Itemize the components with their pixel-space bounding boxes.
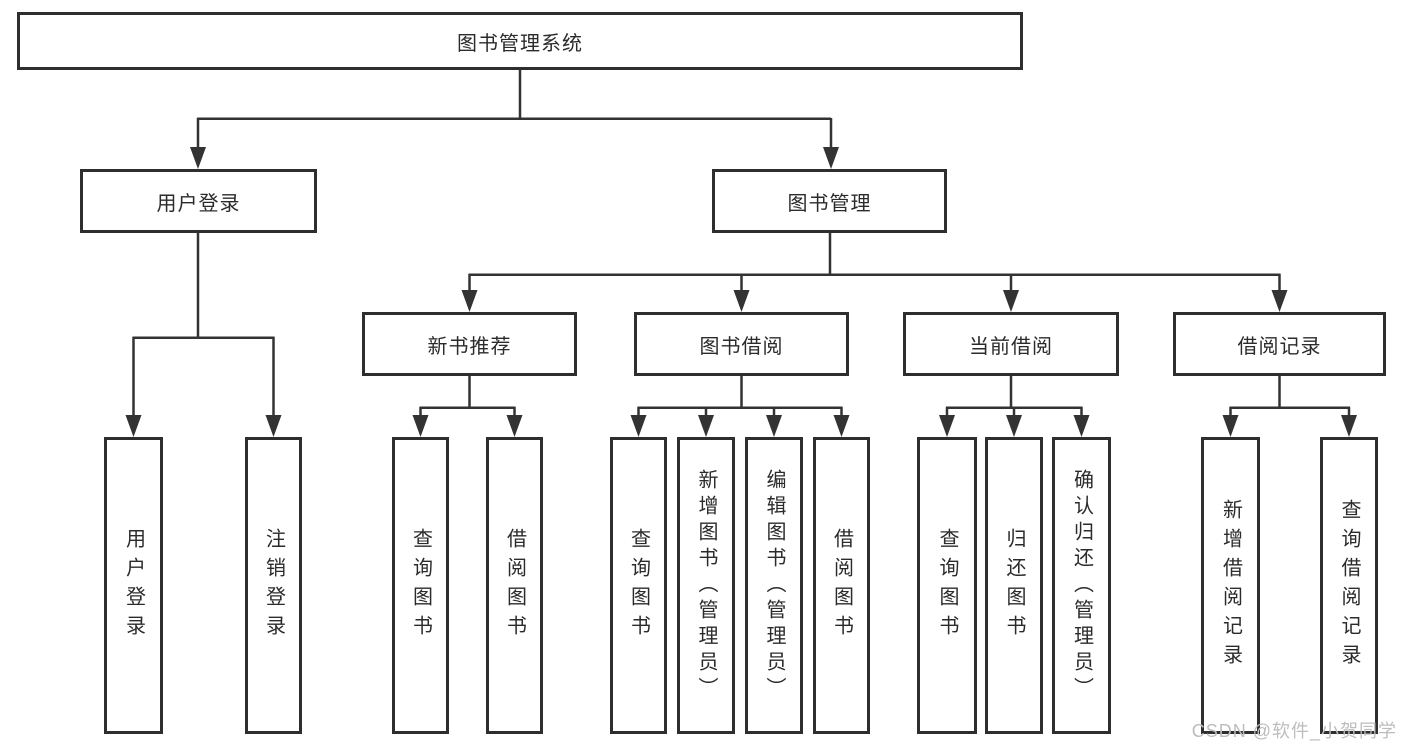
node-system-root: 图书管理系统 bbox=[17, 12, 1023, 70]
node-label: 借阅记录 bbox=[1237, 335, 1322, 358]
node-user-login-branch: 用户登录 bbox=[80, 169, 317, 233]
leaf-logout: 注销登录 bbox=[245, 437, 302, 734]
node-label: 新书推荐 bbox=[427, 335, 512, 358]
arrowheads bbox=[125, 147, 1357, 437]
node-borrowing-records: 借阅记录 bbox=[1173, 312, 1386, 376]
node-label: 图书管理 bbox=[787, 192, 872, 215]
leaf-add-borrow-record: 新增借阅记录 bbox=[1201, 437, 1260, 734]
leaf-query-books-2: 查询图书 bbox=[610, 437, 667, 734]
leaf-query-books-3: 查询图书 bbox=[917, 437, 977, 734]
leaf-query-borrow-record: 查询借阅记录 bbox=[1320, 437, 1378, 734]
node-new-book-recommendation: 新书推荐 bbox=[362, 312, 577, 376]
node-book-borrowing: 图书借阅 bbox=[634, 312, 849, 376]
leaf-return-books: 归还图书 bbox=[985, 437, 1043, 734]
leaf-borrow-books-2: 借阅图书 bbox=[813, 437, 870, 734]
node-book-management-branch: 图书管理 bbox=[712, 169, 947, 233]
node-label: 当前借阅 bbox=[969, 335, 1053, 358]
leaf-add-books-admin: 新增图书（管理员） bbox=[677, 437, 735, 734]
leaf-query-books-1: 查询图书 bbox=[392, 437, 449, 734]
node-label: 图书借阅 bbox=[699, 335, 784, 358]
node-current-borrowing: 当前借阅 bbox=[903, 312, 1119, 376]
leaf-user-login: 用户登录 bbox=[104, 437, 163, 734]
leaf-borrow-books-1: 借阅图书 bbox=[486, 437, 543, 734]
leaf-confirm-return-admin: 确认归还（管理员） bbox=[1052, 437, 1111, 734]
csdn-watermark: CSDN @软件_小贺同学 bbox=[1191, 721, 1397, 741]
node-label: 图书管理系统 bbox=[457, 32, 583, 55]
leaf-edit-books-admin: 编辑图书（管理员） bbox=[745, 437, 803, 734]
node-label: 用户登录 bbox=[156, 192, 241, 215]
